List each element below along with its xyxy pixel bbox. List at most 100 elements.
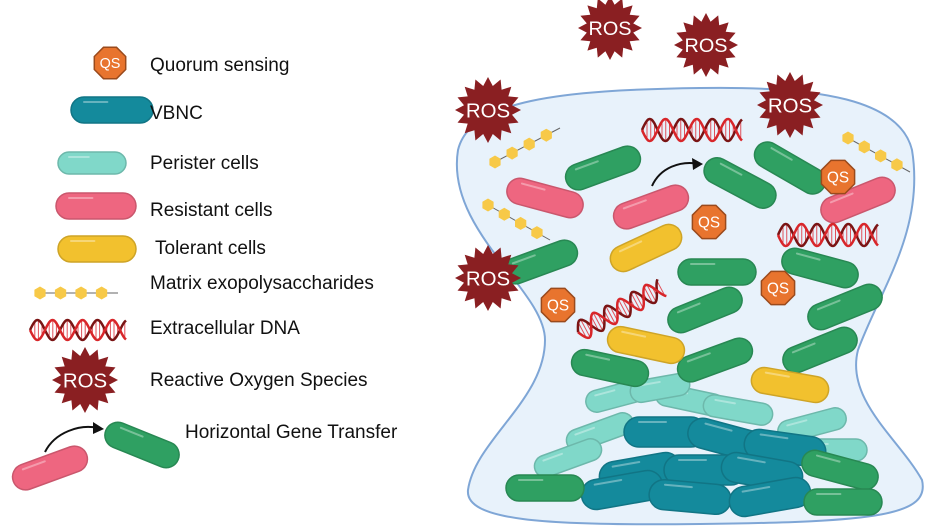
dna-strand xyxy=(640,117,743,143)
sugar-unit xyxy=(540,128,552,142)
vbnc-cell-highlight xyxy=(737,456,766,464)
vbnc-cell-highlight xyxy=(663,483,693,489)
green-cell-body xyxy=(564,145,642,191)
dna-rung xyxy=(630,293,641,311)
ros-burst-shape xyxy=(455,245,521,311)
ros-label: ROS xyxy=(685,35,728,57)
green-cell-highlight xyxy=(676,302,701,314)
dna-strand xyxy=(28,318,127,342)
legend-label-quorum-sensing: Quorum sensing xyxy=(150,55,289,76)
legend-label-ros: Reactive Oxygen Species xyxy=(150,370,368,391)
persister-cell-body xyxy=(533,438,603,478)
legend-resistant-swatch xyxy=(55,192,137,220)
dna-rung xyxy=(643,286,653,304)
dna-rung xyxy=(634,291,644,309)
legend-vbnc-swatch xyxy=(70,96,154,124)
legend-hgt-recipient-cell-highlight xyxy=(119,426,144,438)
tolerant-cell-body xyxy=(609,223,683,273)
persister-cell-highlight xyxy=(714,398,736,405)
legend-label-hgt: Horizontal Gene Transfer xyxy=(185,422,398,443)
tolerant-cell xyxy=(609,223,683,273)
persister-cell-highlight xyxy=(786,419,808,427)
quorum-sensing-icon: QS xyxy=(760,270,796,306)
dna-rung xyxy=(605,305,616,325)
ros-burst-shape xyxy=(52,347,118,413)
green-cell xyxy=(782,326,858,374)
green-cell xyxy=(801,449,879,491)
arrow-shaft xyxy=(44,426,99,453)
green-cell-body xyxy=(667,286,743,334)
exopolysaccharide-chain-icon xyxy=(482,198,551,241)
quorum-sensing-icon: QS xyxy=(691,204,727,240)
sugar-unit xyxy=(842,131,854,145)
vbnc-cell-body xyxy=(728,476,812,518)
tolerant-cell xyxy=(606,325,686,365)
sugar-unit xyxy=(482,198,494,212)
green-cell xyxy=(676,337,754,383)
arrow-head-icon xyxy=(692,158,703,170)
green-cell xyxy=(703,157,777,209)
dna-rung xyxy=(590,316,599,331)
resistant-cell-highlight xyxy=(829,192,854,204)
tolerant-cell-highlight xyxy=(764,371,790,378)
sugar-unit xyxy=(858,140,870,154)
dna-rung xyxy=(580,319,591,338)
legend-label-resistant: Resistant cells xyxy=(150,200,273,221)
green-cell-body xyxy=(505,474,585,502)
dna-rung xyxy=(646,284,657,302)
legend-arrow-head-icon xyxy=(93,422,104,434)
legend-label-tolerant: Tolerant cells xyxy=(155,238,266,259)
vbnc-cell-highlight xyxy=(741,485,771,493)
green-cell xyxy=(505,474,585,502)
qs-octagon xyxy=(820,159,856,195)
sugar-unit xyxy=(506,146,518,160)
persister-cell-highlight xyxy=(639,380,661,387)
green-cell xyxy=(570,348,650,388)
legend-persister-swatch xyxy=(57,151,127,175)
resistant-cell-highlight xyxy=(622,199,647,210)
quorum-sensing-icon: QS xyxy=(820,159,856,195)
sugar-unit xyxy=(489,155,501,169)
green-cell-highlight xyxy=(585,353,611,361)
dna-strand xyxy=(577,283,667,340)
ros-label: ROS xyxy=(466,100,510,123)
ros-starburst: ROS xyxy=(52,347,118,413)
exopolysaccharide-chain-icon xyxy=(489,127,561,169)
tolerant-cell-body xyxy=(750,366,830,404)
qs-label: QS xyxy=(547,298,569,315)
dna-helix-icon xyxy=(576,278,667,340)
vbnc-cell-highlight xyxy=(593,478,623,486)
persister-cell xyxy=(533,438,603,478)
persister-cell-highlight xyxy=(594,389,616,397)
resistant-cell-body xyxy=(820,176,896,224)
vbnc-cell-body xyxy=(648,478,732,516)
qs-octagon xyxy=(691,204,727,240)
qs-octagon xyxy=(540,287,576,323)
persister-cell-highlight xyxy=(542,452,564,462)
resistant-cell xyxy=(612,184,690,230)
dna-helix-icon xyxy=(776,222,879,248)
legend-tolerant-swatch xyxy=(57,235,137,263)
vbnc-cell-highlight xyxy=(611,460,641,468)
green-cell-highlight xyxy=(791,342,816,354)
qs-label: QS xyxy=(767,281,789,298)
legend-label-matrix: Matrix exopolysaccharides xyxy=(150,273,374,294)
vbnc-cell xyxy=(648,478,732,516)
dna-helix-icon xyxy=(28,318,127,342)
exopolysaccharide-chain-icon xyxy=(34,286,118,300)
green-cell xyxy=(807,283,883,331)
legend-hgt-donor-cell-highlight xyxy=(21,460,46,471)
gene-transfer-arrow-icon xyxy=(44,426,99,453)
sugar-unit xyxy=(54,286,67,300)
green-cell xyxy=(667,286,743,334)
tolerant-cell xyxy=(750,366,830,404)
vbnc-cell-highlight xyxy=(759,433,789,440)
green-cell-body xyxy=(801,449,879,491)
green-cell xyxy=(803,488,883,516)
dna-rung xyxy=(618,299,629,318)
green-cell-highlight xyxy=(686,352,711,363)
quorum-sensing-icon: QS xyxy=(540,287,576,323)
ros-starburst: ROS xyxy=(674,13,738,77)
